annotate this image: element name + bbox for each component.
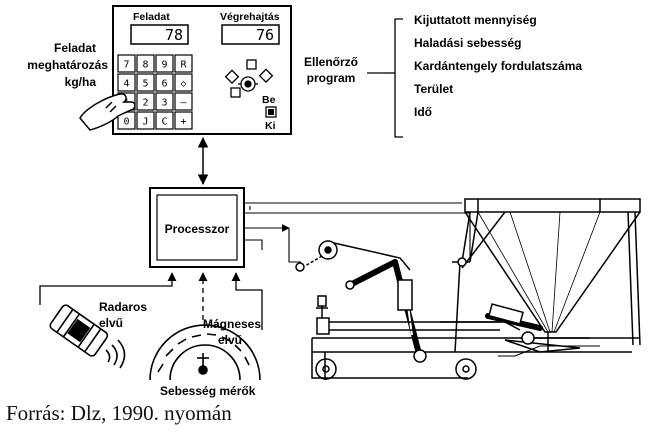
processor-box: Processzor: [149, 187, 245, 268]
magnetic-label-line1: Mágneses: [203, 317, 261, 331]
keypad-key: [174, 54, 193, 73]
target-display: [130, 24, 189, 45]
program-item: Haladási sebesség: [414, 36, 521, 50]
keypad-key: [117, 54, 136, 73]
sensor-connections: [39, 272, 263, 330]
actual-display-value: 76: [256, 26, 274, 44]
dial-icon: [224, 59, 274, 98]
task-label-line3: kg/ha: [65, 75, 97, 89]
keypad-key: [136, 111, 155, 130]
program-bracket: [367, 18, 403, 138]
keypad-key: [174, 73, 193, 92]
keypad-key-label: 0: [123, 117, 129, 128]
keypad-key-label: 7: [123, 60, 129, 71]
magnetic-wheel-icon: [149, 324, 261, 381]
target-display-value: 78: [165, 26, 183, 44]
keypad-key: [155, 54, 174, 73]
program-item: Terület: [414, 82, 453, 96]
keypad-key: [174, 92, 193, 111]
keypad-key-label: J: [142, 117, 148, 128]
keypad-key-label: 9: [161, 60, 167, 71]
actuator-connections: [244, 202, 471, 263]
source-caption: Forrás: Dlz, 1990. nyomán: [6, 401, 232, 425]
keypad-key-label: ◇: [180, 79, 186, 90]
processor-label: Processzor: [165, 222, 230, 236]
control-program-line1: Ellenőrző: [304, 55, 358, 69]
keypad-key-label: —: [180, 98, 187, 109]
task-definition-label: Feladat meghatározás kg/ha: [27, 41, 108, 89]
control-panel: Feladat Végrehajtás 78 76 789R456◇123—0J…: [79, 5, 292, 135]
keypad-key-label: 4: [123, 79, 129, 90]
off-label: Ki: [265, 120, 276, 132]
keypad-key: [155, 73, 174, 92]
on-label: Be: [262, 94, 276, 106]
task-label-line2: meghatározás: [27, 58, 108, 72]
keypad-key: [136, 92, 155, 111]
keypad-key-label: +: [180, 117, 186, 128]
keypad-key-label: 5: [142, 79, 148, 90]
control-program-label: Ellenőrző program: [304, 55, 358, 85]
keypad-key-label: 8: [142, 60, 148, 71]
keypad-key: [155, 92, 174, 111]
keypad-key: [117, 73, 136, 92]
keypad-key-label: 6: [161, 79, 167, 90]
magnetic-label-line2: elvű: [218, 333, 242, 347]
task-label-line1: Feladat: [54, 41, 96, 55]
keypad-key-label: 3: [161, 98, 167, 109]
keypad-key: [174, 111, 193, 130]
program-item: Kijuttatott mennyiség: [414, 13, 537, 27]
display-right-label: Végrehajtás: [220, 11, 280, 23]
program-item: Idő: [414, 105, 432, 119]
radar-label-line2: elvű: [99, 316, 123, 330]
actual-display: [221, 24, 280, 45]
fertilizer-spreader-icon: [295, 198, 641, 380]
radar-label-line1: Radaros: [99, 300, 147, 314]
keypad-key-label: C: [161, 117, 167, 128]
keypad-key-label: R: [180, 60, 187, 71]
keypad-key: [136, 54, 155, 73]
radar-sensor-icon: [49, 304, 126, 369]
speed-meters-label: Sebesség mérők: [160, 384, 256, 398]
keypad-key: [136, 73, 155, 92]
finger-icon: [79, 93, 136, 131]
display-left-label: Feladat: [133, 11, 170, 23]
keypad-key-label: 2: [142, 98, 148, 109]
program-item: Kardántengely fordulatszáma: [414, 59, 582, 73]
control-program-line2: program: [307, 71, 356, 85]
keypad-key: [155, 111, 174, 130]
